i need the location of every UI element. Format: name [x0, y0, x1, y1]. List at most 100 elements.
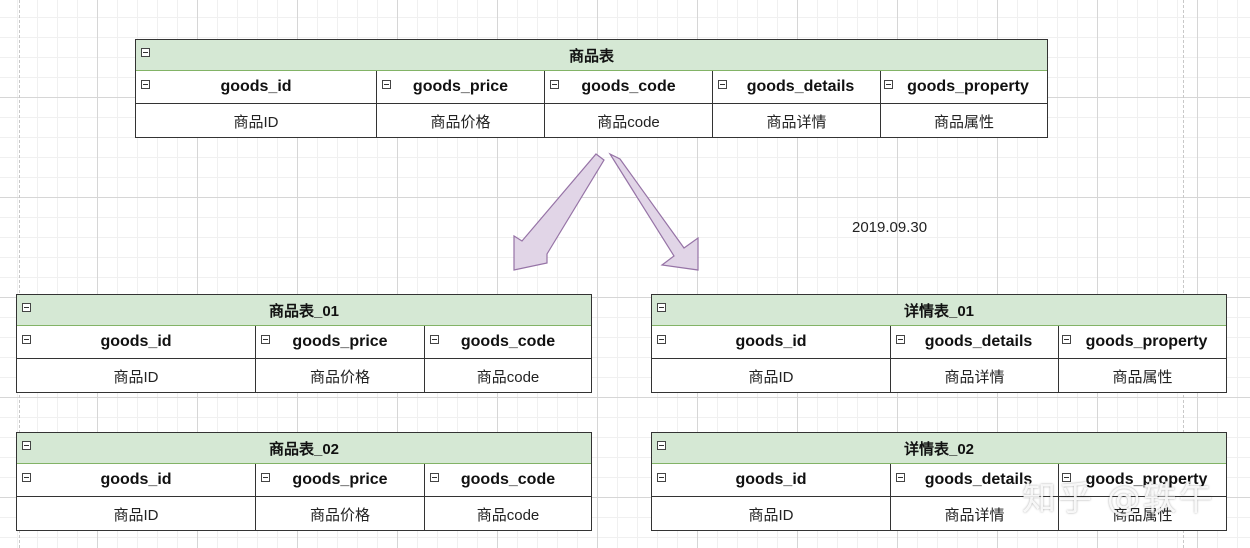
value-cell: 商品ID — [113, 368, 159, 386]
value-cell: 商品ID — [113, 506, 159, 524]
column-goods-id: goods_id — [652, 464, 890, 496]
column-label: goods_details — [924, 471, 1033, 488]
column-goods-price: goods_price — [376, 71, 544, 103]
value-cell: 商品code — [544, 104, 712, 138]
table-goods-01: 商品表_01 goods_id goods_price goods_code 商… — [16, 294, 592, 393]
value-cell: 商品ID — [748, 368, 794, 386]
table-main-goods: 商品表 goods_id goods_price goods_code good… — [135, 39, 1048, 138]
column-goods-id: goods_id — [136, 71, 376, 103]
column-goods-property: goods_property — [1058, 464, 1226, 496]
collapse-minus-icon[interactable] — [261, 473, 270, 482]
value-cell: 商品价格 — [255, 497, 424, 531]
column-label: goods_id — [100, 333, 172, 350]
value-cell: 商品code — [424, 359, 591, 393]
value-row: 商品ID 商品价格 商品code — [17, 359, 591, 393]
value-cell: 商品属性 — [1058, 497, 1226, 531]
column-label: goods_id — [220, 78, 292, 95]
column-row: goods_id goods_details goods_property — [652, 326, 1226, 359]
collapse-minus-icon[interactable] — [141, 80, 150, 89]
column-goods-id: goods_id — [17, 326, 255, 358]
value-cell: 商品详情 — [712, 104, 880, 138]
table-title: 详情表_01 — [903, 302, 975, 320]
column-goods-property: goods_property — [1058, 326, 1226, 358]
split-arrow-right — [608, 152, 699, 271]
value-cell: 商品价格 — [255, 359, 424, 393]
table-header: 商品表_01 — [17, 295, 591, 326]
column-label: goods_price — [292, 333, 388, 350]
value-cell: 商品详情 — [890, 359, 1058, 393]
column-label: goods_code — [460, 333, 556, 350]
collapse-minus-icon[interactable] — [657, 441, 666, 450]
column-label: goods_price — [412, 78, 509, 95]
collapse-minus-icon[interactable] — [261, 335, 270, 344]
collapse-minus-icon[interactable] — [1062, 335, 1071, 344]
table-details-01: 详情表_01 goods_id goods_details goods_prop… — [651, 294, 1227, 393]
column-goods-code: goods_code — [544, 71, 712, 103]
collapse-minus-icon[interactable] — [657, 473, 666, 482]
column-goods-code: goods_code — [424, 326, 591, 358]
column-row: goods_id goods_price goods_code — [17, 464, 591, 497]
collapse-minus-icon[interactable] — [657, 335, 666, 344]
column-label: goods_details — [924, 333, 1033, 350]
collapse-minus-icon[interactable] — [430, 473, 439, 482]
table-title: 详情表_02 — [903, 440, 975, 458]
value-cell: 商品属性 — [1058, 359, 1226, 393]
column-goods-price: goods_price — [255, 464, 424, 496]
value-cell: 商品ID — [748, 506, 794, 524]
collapse-minus-icon[interactable] — [718, 80, 727, 89]
table-details-02: 详情表_02 goods_id goods_details goods_prop… — [651, 432, 1227, 531]
table-header: 详情表_02 — [652, 433, 1226, 464]
collapse-minus-icon[interactable] — [22, 441, 31, 450]
collapse-minus-icon[interactable] — [22, 303, 31, 312]
value-cell: 商品属性 — [880, 104, 1047, 138]
column-label: goods_price — [292, 471, 388, 488]
value-cell: 商品详情 — [890, 497, 1058, 531]
table-title: 商品表_01 — [268, 302, 340, 320]
column-row: goods_id goods_price goods_code goods_de… — [136, 71, 1047, 104]
guide-line-left — [19, 0, 20, 548]
column-label: goods_details — [746, 78, 855, 95]
split-arrow-left — [513, 153, 605, 271]
collapse-minus-icon[interactable] — [896, 335, 905, 344]
column-goods-id: goods_id — [652, 326, 890, 358]
collapse-minus-icon[interactable] — [884, 80, 893, 89]
value-cell: 商品code — [424, 497, 591, 531]
value-row: 商品ID 商品详情 商品属性 — [652, 497, 1226, 531]
column-goods-code: goods_code — [424, 464, 591, 496]
guide-line-right — [1183, 0, 1184, 548]
collapse-minus-icon[interactable] — [1062, 473, 1071, 482]
collapse-minus-icon[interactable] — [382, 80, 391, 89]
collapse-minus-icon[interactable] — [141, 48, 150, 57]
date-label: 2019.09.30 — [852, 219, 928, 236]
watermark: 知乎 @轶午 — [1022, 479, 1215, 519]
table-header: 详情表_01 — [652, 295, 1226, 326]
value-row: 商品ID 商品详情 商品属性 — [652, 359, 1226, 393]
collapse-minus-icon[interactable] — [22, 473, 31, 482]
column-label: goods_property — [1085, 471, 1208, 488]
table-header: 商品表_02 — [17, 433, 591, 464]
collapse-minus-icon[interactable] — [22, 335, 31, 344]
collapse-minus-icon[interactable] — [430, 335, 439, 344]
column-label: goods_id — [735, 471, 807, 488]
column-goods-id: goods_id — [17, 464, 255, 496]
column-label: goods_id — [735, 333, 807, 350]
column-label: goods_property — [907, 78, 1029, 95]
table-title: 商品表_02 — [268, 440, 340, 458]
value-row: 商品ID 商品价格 商品code 商品详情 商品属性 — [136, 104, 1047, 138]
collapse-minus-icon[interactable] — [657, 303, 666, 312]
column-goods-price: goods_price — [255, 326, 424, 358]
value-cell: 商品价格 — [376, 104, 544, 138]
column-label: goods_id — [100, 471, 172, 488]
collapse-minus-icon[interactable] — [550, 80, 559, 89]
column-label: goods_code — [581, 78, 676, 95]
column-row: goods_id goods_details goods_property — [652, 464, 1226, 497]
table-title: 商品表 — [568, 47, 614, 65]
column-goods-details: goods_details — [890, 326, 1058, 358]
table-goods-02: 商品表_02 goods_id goods_price goods_code 商… — [16, 432, 592, 531]
column-row: goods_id goods_price goods_code — [17, 326, 591, 359]
table-header: 商品表 — [136, 40, 1047, 71]
collapse-minus-icon[interactable] — [896, 473, 905, 482]
value-cell: 商品ID — [233, 113, 279, 131]
column-goods-details: goods_details — [890, 464, 1058, 496]
